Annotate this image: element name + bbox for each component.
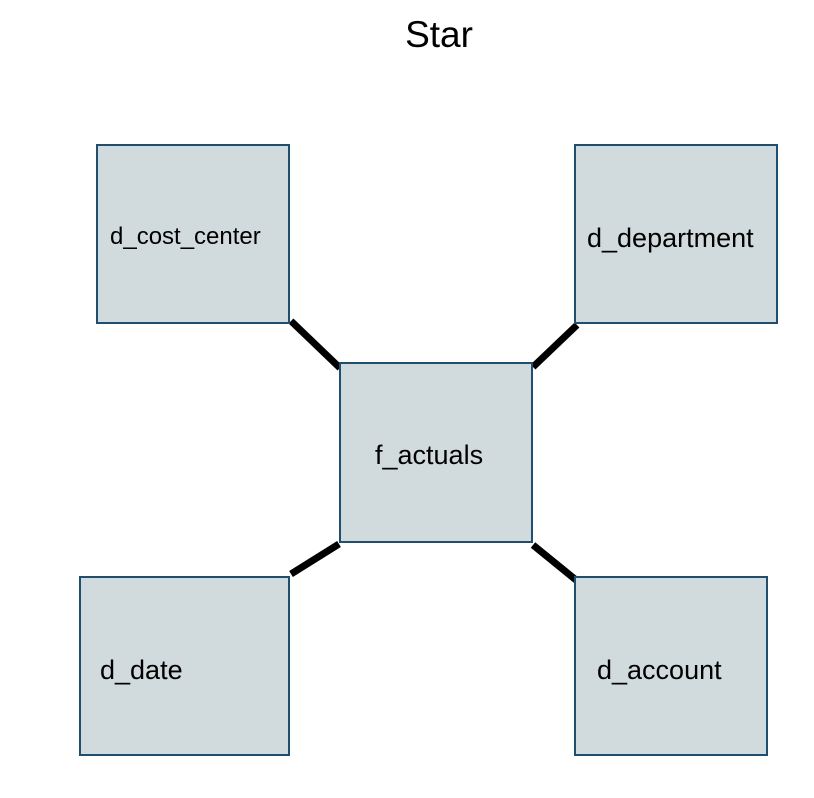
node-label: d_department — [587, 223, 754, 253]
diagram-title: Star — [405, 14, 473, 55]
edge-actuals-account — [530, 542, 579, 583]
node-d-account[interactable]: d_account — [574, 576, 768, 756]
edge-actuals-cost-center — [288, 318, 343, 371]
edge-actuals-department — [530, 322, 580, 370]
node-label: f_actuals — [375, 440, 484, 470]
node-label: d_cost_center — [110, 223, 261, 250]
node-label: d_date — [100, 655, 183, 685]
edge-actuals-date — [289, 541, 341, 577]
node-d-department[interactable]: d_department — [574, 144, 778, 324]
node-label: d_account — [597, 655, 722, 685]
node-d-cost-center[interactable]: d_cost_center — [96, 144, 290, 324]
node-d-date[interactable]: d_date — [79, 576, 290, 756]
node-f-actuals[interactable]: f_actuals — [339, 362, 533, 543]
